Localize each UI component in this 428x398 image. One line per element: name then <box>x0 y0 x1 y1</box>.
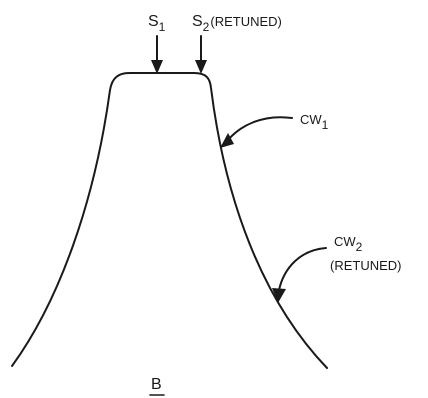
cw2-arrow <box>272 247 327 303</box>
response-curve <box>11 72 328 369</box>
panel-label: B <box>151 376 162 393</box>
s1-arrow <box>151 35 163 74</box>
cw2-label: CW2 <box>334 234 363 254</box>
cw2-retuned-label: (RETUNED) <box>330 258 402 273</box>
s1-label: S1 <box>148 13 166 34</box>
cw1-arrow <box>220 116 293 148</box>
s2-arrow <box>195 35 207 74</box>
s2-label: S2(RETUNED) <box>192 13 282 34</box>
cw1-label: CW1 <box>300 112 329 132</box>
